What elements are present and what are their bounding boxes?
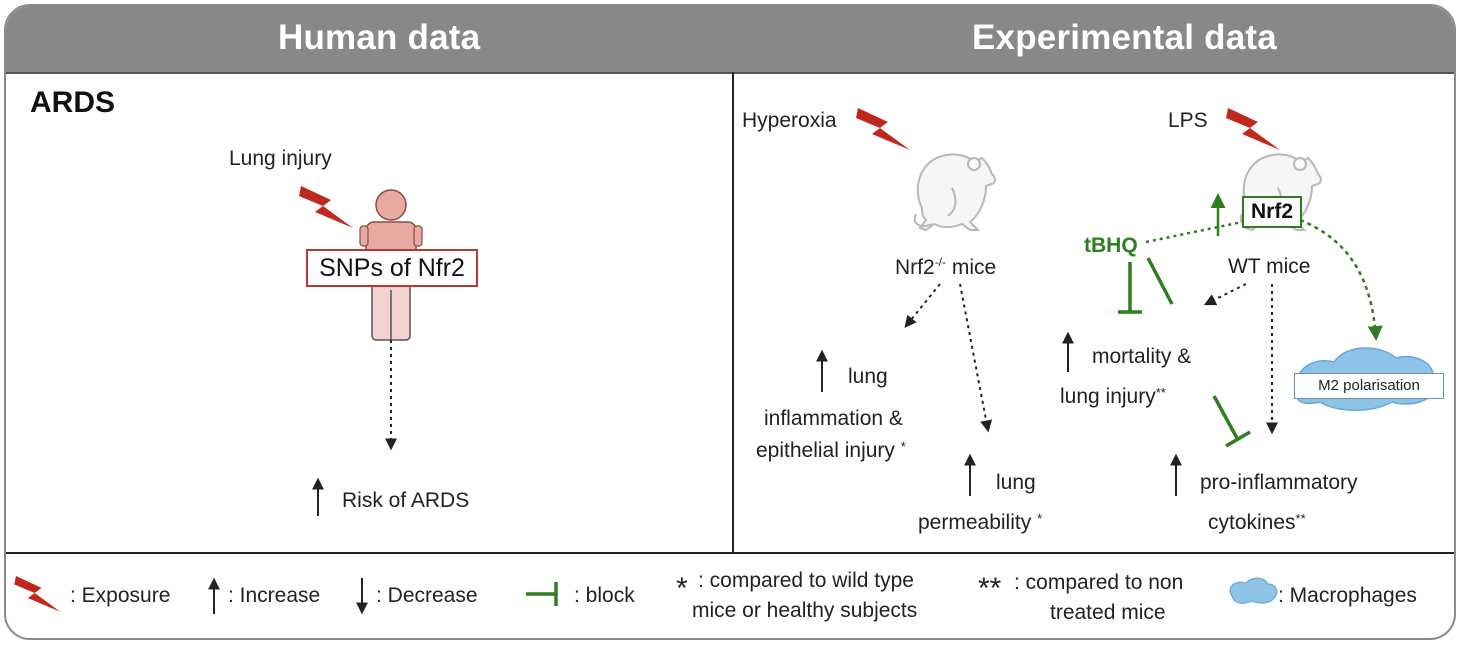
nrf2-box: Nrf2 (1242, 196, 1302, 228)
wt-mice-label: WT mice (1228, 255, 1311, 278)
ards-title: ARDS (30, 86, 116, 119)
m2-polarisation-label: M2 polarisation (1294, 373, 1444, 399)
lung-inflammation-line1: lung (848, 365, 888, 388)
legend-star-line2: mice or healthy subjects (692, 599, 918, 622)
legend-exposure-icon (14, 576, 61, 612)
knockout-mice-gene: Nrf2 (895, 256, 935, 279)
legend-divider (6, 552, 1454, 554)
permeability-text: permeability (918, 511, 1032, 534)
legend-block-label: : block (574, 584, 635, 607)
legend-block-symbol (526, 582, 558, 606)
mortality-line2: lung injury** (1060, 386, 1166, 407)
lung-permeability-line2: permeability * (918, 512, 1042, 533)
tbhq-nrf2-link (1145, 220, 1243, 244)
wt-to-mortality-arrow (1203, 283, 1247, 306)
lps-bolt-icon (1226, 108, 1280, 150)
mortality-line1: mortality & (1092, 345, 1192, 368)
double-star-marker: ** (1155, 385, 1166, 400)
legend-dstar-line1: : compared to non (1014, 571, 1184, 594)
knockout-mouse-icon (913, 153, 996, 231)
lung-inflammation-line3: epithelial injury * (756, 440, 906, 461)
knockout-superscript: -/- (934, 255, 947, 269)
nrf2-to-m2-arrow (1299, 218, 1383, 341)
knockout-mice-suffix: mice (946, 256, 997, 279)
cytokines-text: cytokines (1208, 511, 1296, 534)
ko-to-inflammation-arrow (904, 283, 941, 328)
legend-star-line1: : compared to wild type (698, 569, 914, 592)
legend-macrophages-label: : Macrophages (1278, 584, 1417, 607)
single-star-marker-2: * (1037, 511, 1043, 526)
legend-star-symbol: * (676, 572, 688, 605)
figure-frame: Human data Experimental data (4, 4, 1456, 640)
lung-injury-label: Lung injury (229, 147, 332, 170)
cytokines-line2: cytokines** (1208, 512, 1306, 533)
nrf2-cytokine-block-symbol (1212, 395, 1251, 448)
single-star-marker: * (900, 439, 906, 454)
legend-double-star-symbol: ** (978, 572, 1002, 605)
tbhq-label: tBHQ (1084, 234, 1138, 257)
epithelial-injury-text: epithelial injury (756, 439, 895, 462)
legend-exposure-label: : Exposure (70, 584, 171, 607)
cytokines-line1: pro-inflammatory (1200, 471, 1358, 494)
risk-of-ards-label: Risk of ARDS (342, 489, 470, 512)
knockout-mice-label: Nrf2-/- mice (895, 256, 996, 278)
snps-of-nfr2-box: SNPs of Nfr2 (306, 249, 478, 287)
human-data-title: Human data (278, 18, 481, 57)
tbhq-mortality-link (1146, 257, 1174, 305)
lung-injury-bolt-icon (299, 186, 353, 228)
lung-permeability-line1: lung (996, 471, 1036, 494)
tbhq-block-symbol (1118, 262, 1142, 314)
legend-decrease-label: : Decrease (376, 584, 478, 607)
legend-macrophage-icon (1229, 577, 1278, 604)
lung-inflammation-line2: inflammation & (764, 407, 903, 430)
legend-dstar-line2: treated mice (1050, 601, 1166, 624)
hyperoxia-label: Hyperoxia (742, 109, 837, 132)
experimental-data-title: Experimental data (972, 18, 1277, 57)
lps-label: LPS (1168, 109, 1208, 132)
header-bar: Human data Experimental data (6, 6, 1454, 74)
ko-to-permeability-arrow (959, 283, 993, 433)
double-star-marker-2: ** (1295, 511, 1306, 526)
lung-injury-text: lung injury (1060, 385, 1156, 408)
legend-increase-label: : Increase (228, 584, 321, 607)
panel-divider-vertical (732, 72, 734, 554)
hyperoxia-bolt-icon (856, 108, 910, 150)
